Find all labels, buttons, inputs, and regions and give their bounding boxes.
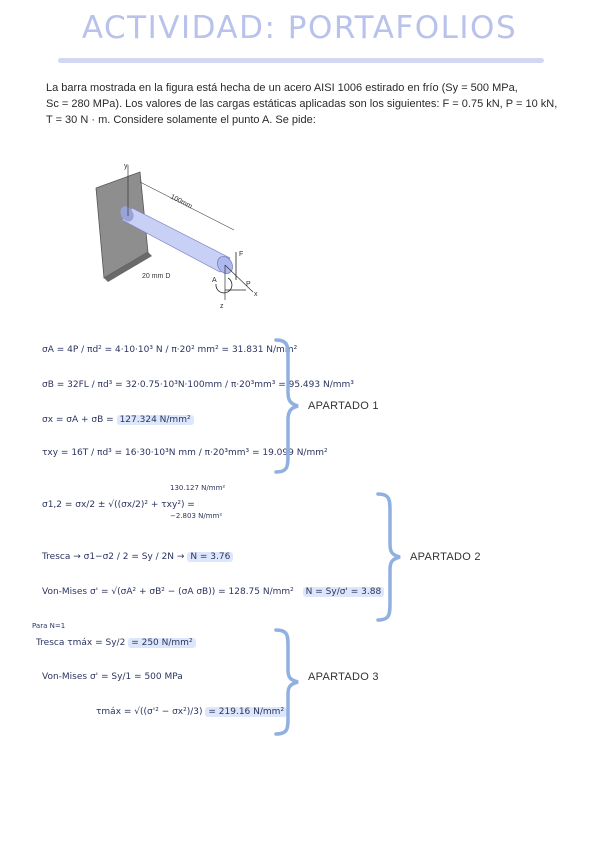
brace-3: [274, 628, 299, 736]
eq-tresca-3: Tresca τmáx = Sy/2 = 250 N/mm²: [36, 638, 196, 648]
eq-von-mises-3-lhs: Von-Mises σ' = Sy/1 = 500: [42, 672, 162, 682]
wall-plate-edge: [104, 252, 152, 282]
bar-figure: y 100mm 20 mm D z x A F P: [95, 163, 258, 310]
eq-sigma-x-value: 127.324 N/mm²: [116, 415, 194, 425]
statement-line-3: T = 30 N · m. Considere solamente el pun…: [46, 114, 316, 126]
principal-root-2: −2.803 N/mm²: [170, 512, 223, 520]
length-dimension: [139, 181, 235, 231]
label-z: z: [220, 303, 224, 310]
eq-von-mises-2-lhs: Von-Mises σ' = √(σA² + σB² − (σA σB)) = …: [42, 587, 294, 597]
page-title: ACTIVIDAD: PORTAFOLIOS: [81, 10, 518, 46]
bar-root: [120, 206, 134, 222]
apartado-3-label: APARTADO 3: [308, 671, 379, 683]
eq-tresca-2-lhs: Tresca → σ1−σ2 / 2 = Sy / 2N →: [42, 552, 185, 562]
eq-von-mises-3-unit: MPa: [164, 672, 183, 682]
eq-von-mises-2-value: N = Sy/σ' = 3.88: [302, 587, 385, 597]
eq-tau-xy: τxy = 16T / πd³ = 16·30·10³N mm / π·20³m…: [42, 448, 328, 458]
eq-von-mises-3: Von-Mises σ' = Sy/1 = 500 MPa: [42, 672, 183, 682]
section3-subtitle: Para N=1: [32, 622, 66, 630]
eq-von-mises-2: Von-Mises σ' = √(σA² + σB² − (σA σB)) = …: [42, 587, 385, 597]
eq-tresca-3-lhs: Tresca τmáx = Sy/2: [36, 638, 126, 648]
principal-root-1: 130.127 N/mm²: [170, 484, 226, 492]
apartado-2-label: APARTADO 2: [410, 551, 481, 563]
brace-1: [274, 338, 299, 474]
eq-principal-stresses: σ1,2 = σx/2 ± √((σx/2)² + τxy²) =: [42, 500, 195, 510]
eq-tresca-2-value: N = 3.76: [187, 552, 234, 562]
title-underline: [58, 58, 544, 63]
problem-statement: La barra mostrada en la figura está hech…: [46, 80, 566, 128]
eq-tresca-2: Tresca → σ1−σ2 / 2 = Sy / 2N → N = 3.76: [42, 552, 234, 562]
statement-line-2: Sc = 280 MPa). Los valores de las cargas…: [46, 98, 558, 110]
eq-sigma-x-lhs: σx = σA + σB =: [42, 415, 114, 425]
label-x: x: [254, 291, 258, 298]
label-a: A: [212, 277, 217, 284]
eq-sigma-b: σB = 32FL / πd³ = 32·0.75·10³N·100mm / π…: [42, 380, 354, 390]
eq-sigma-x: σx = σA + σB = 127.324 N/mm²: [42, 415, 194, 425]
apartado-1-label: APARTADO 1: [308, 400, 379, 412]
label-length: 100mm: [169, 194, 193, 211]
label-p: P: [246, 281, 251, 288]
eq-tau-max-value: = 219.16 N/mm²: [205, 707, 288, 717]
label-f: F: [239, 251, 243, 258]
eq-tau-max-lhs: τmáx = √((σ'² − σx²)/3): [96, 707, 203, 717]
eq-sigma-a: σA = 4P / πd² = 4·10·10³ N / π·20² mm² =…: [42, 345, 298, 355]
brace-2: [376, 492, 401, 622]
eq-tresca-3-value: = 250 N/mm²: [128, 638, 196, 648]
label-y: y: [124, 163, 128, 170]
label-diameter: 20 mm D: [142, 273, 170, 280]
eq-tau-max: τmáx = √((σ'² − σx²)/3) = 219.16 N/mm²: [96, 707, 288, 717]
torque-arrow: [215, 277, 233, 294]
x-axis: [224, 264, 254, 293]
statement-line-1: La barra mostrada en la figura está hech…: [46, 82, 518, 94]
